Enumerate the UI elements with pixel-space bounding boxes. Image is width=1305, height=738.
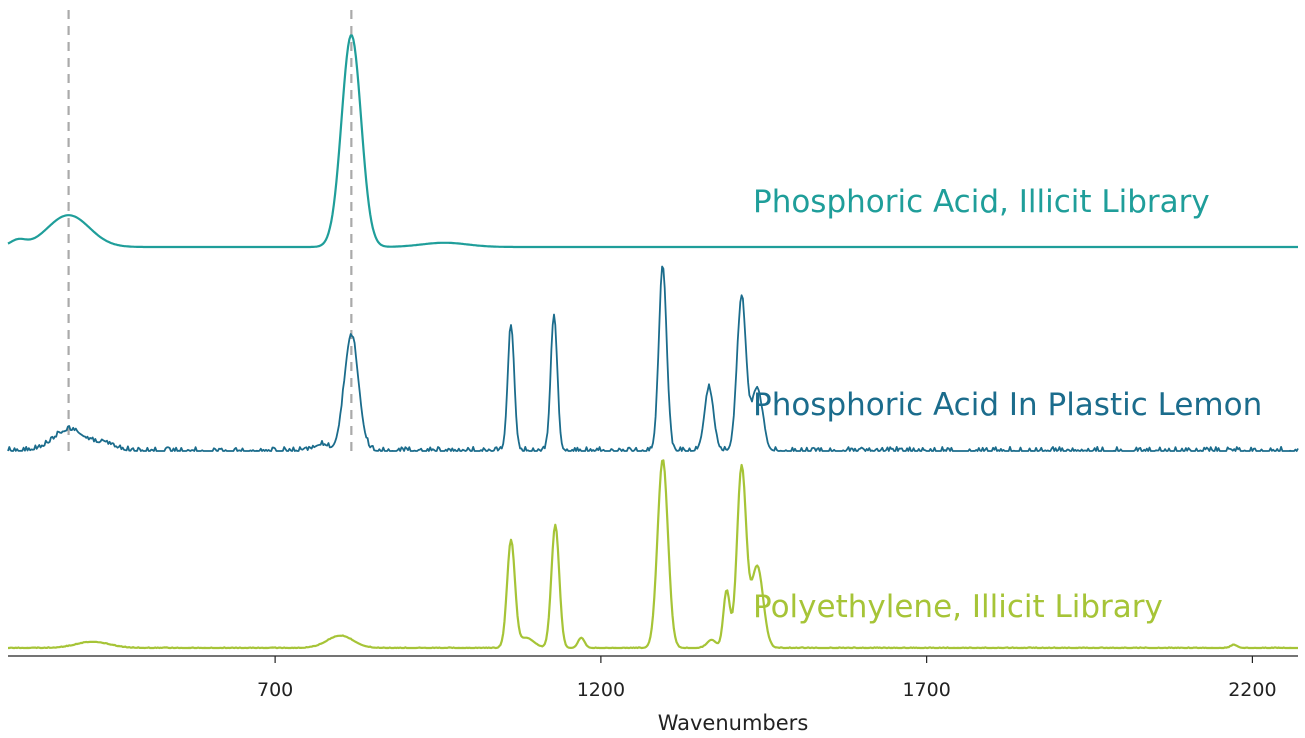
x-tick-label-700: 700	[257, 679, 293, 701]
series-line-3	[8, 459, 1298, 650]
series-labels: Phosphoric Acid, Illicit Library Phospho…	[753, 184, 1262, 625]
x-axis: 700 1200 1700 2200	[8, 655, 1298, 701]
series-label-phosphoric-acid-plastic-lemon: Phosphoric Acid In Plastic Lemon	[753, 387, 1262, 423]
x-tick-label-2200: 2200	[1228, 679, 1276, 701]
x-tick-label-1700: 1700	[902, 679, 950, 701]
x-axis-title: Wavenumbers	[658, 711, 809, 735]
series-line-1	[7, 34, 1298, 249]
series-line-2	[7, 265, 1299, 452]
x-tick-label-1200: 1200	[577, 679, 625, 701]
reference-lines	[67, 10, 353, 456]
series-label-phosphoric-acid-illicit: Phosphoric Acid, Illicit Library	[753, 184, 1210, 220]
series-label-polyethylene-illicit: Polyethylene, Illicit Library	[753, 589, 1163, 625]
series-layer	[7, 34, 1299, 650]
